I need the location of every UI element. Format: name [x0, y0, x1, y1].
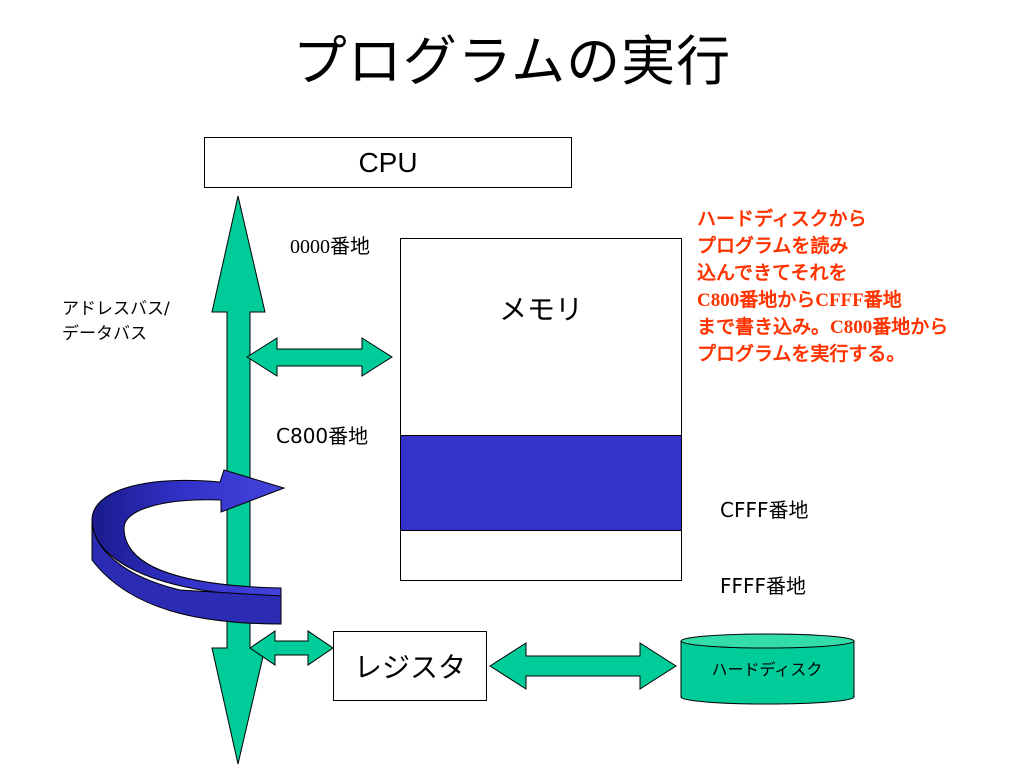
address-c800: C800番地	[276, 424, 369, 448]
memory-label: メモリ	[498, 293, 583, 326]
note-line: 込んできてそれを	[697, 263, 848, 284]
note-line: まで書き込み。C800番地から	[697, 317, 949, 338]
register-box: レジスタ	[333, 631, 487, 701]
hard-disk-label: ハードディスク	[711, 660, 823, 679]
bus-label: アドレスバス/ データバス	[62, 297, 170, 347]
register-disk-arrow	[489, 642, 677, 690]
hard-disk-icon	[680, 633, 855, 705]
explanation-note: ハードディスクから プログラムを読み 込んできてそれを C800番地からCFFF…	[697, 206, 948, 368]
bus-memory-arrow	[246, 337, 393, 377]
note-line: プログラムを読み	[697, 236, 849, 257]
note-line: プログラムを実行する。	[697, 344, 906, 365]
program-region	[401, 435, 681, 531]
curved-arrow-icon	[91, 469, 286, 625]
note-line: C800番地からCFFF番地	[697, 290, 902, 311]
cpu-box: CPU	[204, 137, 572, 188]
address-0000: 0000番地	[290, 236, 370, 258]
cpu-label: CPU	[358, 146, 418, 178]
address-ffff: FFFF番地	[720, 574, 807, 598]
bus-label-line-2: データバス	[62, 324, 147, 344]
bus-label-line-1: アドレスバス/	[62, 299, 170, 319]
slide-title: プログラムの実行	[292, 30, 732, 93]
note-line: ハードディスクから	[697, 209, 867, 230]
register-label: レジスタ	[353, 651, 466, 684]
address-cfff: CFFF番地	[720, 498, 809, 522]
